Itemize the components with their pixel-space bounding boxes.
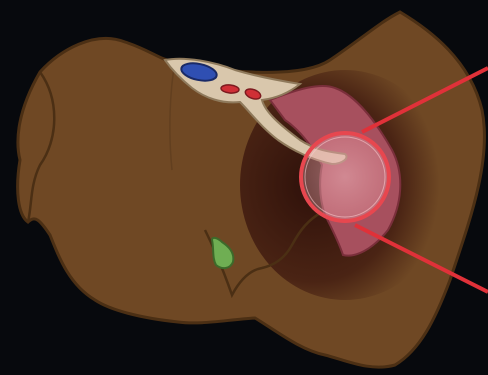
magnifier-icon bbox=[301, 133, 389, 221]
